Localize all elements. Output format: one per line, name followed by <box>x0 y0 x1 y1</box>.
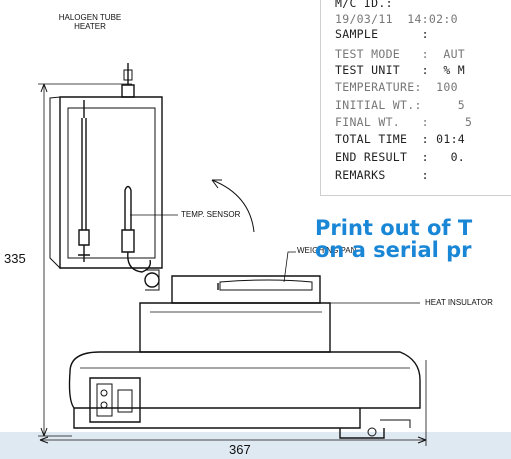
rear-port-panel <box>89 377 141 423</box>
receipt-line: 19/03/11 14:02:0 <box>335 12 458 26</box>
lid-open-arrow <box>211 179 255 233</box>
weighing-pan-label: WEIGHING PAN <box>297 246 357 255</box>
weighing-pan <box>219 279 313 291</box>
hinge-knob <box>144 272 160 288</box>
receipt-line: END RESULT : 0. <box>335 150 466 164</box>
leader-lines <box>130 214 420 304</box>
halogen-heater-label: HALOGEN TUBE HEATER <box>50 13 130 31</box>
halogen-heater-label-line2: HEATER <box>74 22 106 31</box>
analyzer-outline <box>49 63 421 439</box>
top-connector <box>121 63 135 98</box>
halogen-heater-label-line1: HALOGEN TUBE <box>58 13 122 22</box>
base-housing <box>68 351 421 409</box>
printout-caption-line2: on a serial pr <box>315 238 472 262</box>
receipt-line: TEST MODE : AUT <box>335 47 466 61</box>
height-dimension-value: 335 <box>4 251 26 266</box>
dimension-lines <box>38 83 427 446</box>
receipt-line: SAMPLE : <box>335 27 429 41</box>
heater-hood <box>59 96 163 269</box>
receipt-line: TOTAL TIME : 01:4 <box>335 132 466 146</box>
halogen-tube <box>78 100 90 262</box>
receipt-line: FINAL WT. : 5 <box>335 115 473 129</box>
hood-side-panel <box>49 96 61 270</box>
base-lower <box>73 408 361 429</box>
printout-caption-line1: Print out of T <box>315 216 473 240</box>
floor-strip <box>0 432 511 459</box>
width-dimension-value: 367 <box>229 442 251 457</box>
heat-insulator-label: HEAT INSULATOR <box>425 298 493 307</box>
leveling-foot <box>339 428 385 439</box>
receipt-line: INITIAL WT.: 5 <box>335 98 466 112</box>
receipt-line: REMARKS : <box>335 168 429 182</box>
temp-sensor-label: TEMP. SENSOR <box>181 210 241 219</box>
receipt-line: TEMPERATURE: 100 <box>335 80 458 94</box>
receipt-line: M/C ID.: <box>335 0 393 10</box>
receipt-line: TEST UNIT : % M <box>335 63 466 77</box>
temp-sensor <box>121 185 152 273</box>
printout-receipt: M/C ID.: 19/03/11 14:02:0 SAMPLE : TEST … <box>320 0 511 196</box>
heat-insulator-block <box>139 302 331 353</box>
